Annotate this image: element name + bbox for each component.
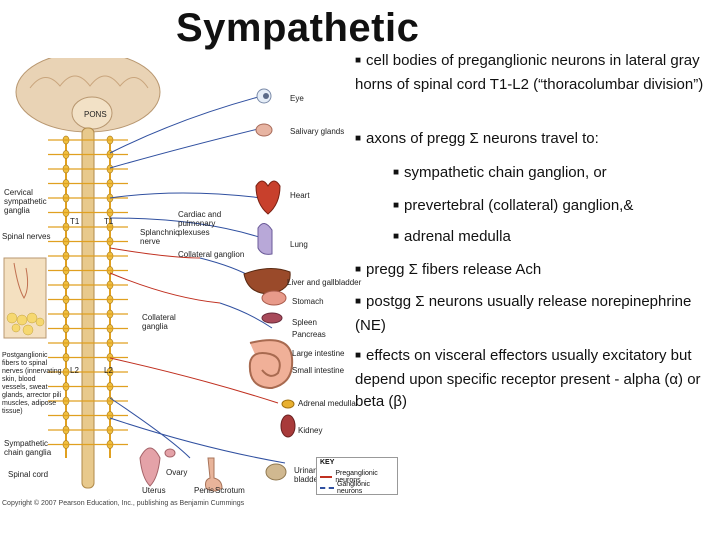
label-spinal-nerves: Spinal nerves bbox=[2, 232, 51, 241]
post-line-icon bbox=[320, 487, 334, 489]
bullet-item: ■cell bodies of preganglionic neurons in… bbox=[355, 50, 715, 96]
bullet-text: sympathetic chain ganglion, or bbox=[404, 164, 607, 181]
bullet-icon: ■ bbox=[355, 133, 362, 144]
label-kidney: Kidney bbox=[298, 426, 323, 435]
sub-bullet-item: ■ adrenal medulla bbox=[393, 226, 713, 250]
label-pancreas: Pancreas bbox=[292, 330, 326, 339]
label-pons: PONS bbox=[84, 110, 107, 119]
figure-key: KEY Preganglionic neurons Ganglionic neu… bbox=[316, 457, 398, 495]
sub-bullet-item: ■ prevertebral (collateral) ganglion,& bbox=[393, 195, 713, 219]
label-salivary: Salivary glands bbox=[290, 127, 345, 136]
label-l2-left: L2 bbox=[70, 366, 79, 375]
bullet-text: prevertebral (collateral) ganglion,& bbox=[404, 197, 634, 214]
kidney bbox=[280, 414, 296, 438]
bullet-icon: ■ bbox=[355, 296, 362, 307]
label-penis: Penis bbox=[194, 486, 215, 495]
label-heart: Heart bbox=[290, 191, 310, 200]
label-t1-right: T1 bbox=[104, 217, 114, 226]
bullet-item: ■ axons of pregg Σ neurons travel to: bbox=[355, 128, 715, 152]
bullet-text: axons of pregg Σ neurons travel to: bbox=[366, 130, 599, 147]
bullet-icon: ■ bbox=[355, 264, 362, 275]
label-splanchnic: Splanchnic nerve bbox=[140, 228, 180, 246]
label-liver: Liver and gallbladder bbox=[287, 278, 362, 287]
label-collateral-ganglia: Collateral ganglia bbox=[142, 313, 176, 331]
label-cervical: Cervical sympathetic ganglia bbox=[4, 188, 47, 215]
eye bbox=[256, 88, 272, 104]
spleen bbox=[261, 312, 283, 324]
label-chain: Sympathetic chain ganglia bbox=[4, 439, 52, 457]
spinal-cord bbox=[81, 127, 95, 489]
label-adrenal: Adrenal medulla bbox=[298, 399, 356, 408]
bullet-icon: ■ bbox=[393, 231, 400, 242]
label-small-intestine: Small intestine bbox=[292, 366, 345, 375]
bullet-text: pregg Σ fibers release Ach bbox=[366, 261, 542, 278]
bullet-icon: ■ bbox=[355, 350, 362, 361]
label-collateral-top: Collateral ganglion bbox=[178, 250, 245, 259]
adrenal bbox=[281, 399, 295, 409]
label-bladder: Urinary bladder bbox=[294, 466, 321, 484]
label-ovary: Ovary bbox=[166, 468, 188, 477]
label-stomach: Stomach bbox=[292, 297, 324, 306]
sub-bullet-item: ■ sympathetic chain ganglion, or bbox=[393, 162, 713, 186]
heart bbox=[255, 180, 281, 215]
bullet-icon: ■ bbox=[393, 167, 400, 178]
slide-title: Sympathetic bbox=[176, 6, 420, 50]
stomach bbox=[261, 290, 287, 306]
bullet-text: cell bodies of preganglionic neurons in … bbox=[355, 52, 704, 93]
key-pre-label: Preganglionic neurons bbox=[335, 470, 378, 484]
lung bbox=[257, 223, 273, 255]
sympathetic-diagram bbox=[3, 58, 296, 492]
label-spleen: Spleen bbox=[292, 318, 317, 327]
liver bbox=[243, 268, 291, 295]
label-postganglionic: Postganglionic fibers to spinal nerves (… bbox=[2, 352, 62, 415]
bullet-item: ■ pregg Σ fibers release Ach bbox=[355, 259, 715, 283]
bullet-item: ■postgg Σ neurons usually release norepi… bbox=[355, 291, 715, 337]
label-cardiac: Cardiac and pulmonary plexuses bbox=[178, 210, 222, 237]
salivary-gland bbox=[255, 123, 273, 137]
pre-line-icon bbox=[320, 476, 333, 478]
ovary bbox=[164, 448, 176, 458]
key-row-pre: Preganglionic neurons bbox=[320, 470, 397, 484]
bullet-text: effects on visceral effectors usually ex… bbox=[355, 347, 701, 410]
urinary-bladder bbox=[265, 463, 287, 481]
label-spinal-cord: Spinal cord bbox=[8, 470, 49, 479]
bullet-icon: ■ bbox=[393, 200, 400, 211]
key-title: KEY bbox=[320, 459, 335, 466]
bullet-text: adrenal medulla bbox=[404, 228, 511, 245]
key-post-label: Ganglionic neurons bbox=[336, 481, 371, 495]
intestines bbox=[248, 339, 294, 390]
penis-scrotum bbox=[205, 457, 223, 492]
label-large-intestine: Large intestine bbox=[292, 349, 345, 358]
bullet-text: postgg Σ neurons usually release norepin… bbox=[355, 293, 692, 334]
bullet-icon: ■ bbox=[355, 55, 362, 66]
copyright: Copyright © 2007 Pearson Education, Inc.… bbox=[2, 500, 245, 507]
label-eye: Eye bbox=[290, 94, 304, 103]
label-lung: Lung bbox=[290, 240, 308, 249]
uterus bbox=[139, 447, 161, 487]
label-scrotum: Scrotum bbox=[215, 486, 245, 495]
label-l2-right: L2 bbox=[104, 366, 113, 375]
bullet-item: ■effects on visceral effectors usually e… bbox=[355, 345, 715, 413]
label-t1-left: T1 bbox=[70, 217, 80, 226]
label-uterus: Uterus bbox=[142, 486, 166, 495]
key-row-post: Ganglionic neurons bbox=[320, 481, 397, 495]
